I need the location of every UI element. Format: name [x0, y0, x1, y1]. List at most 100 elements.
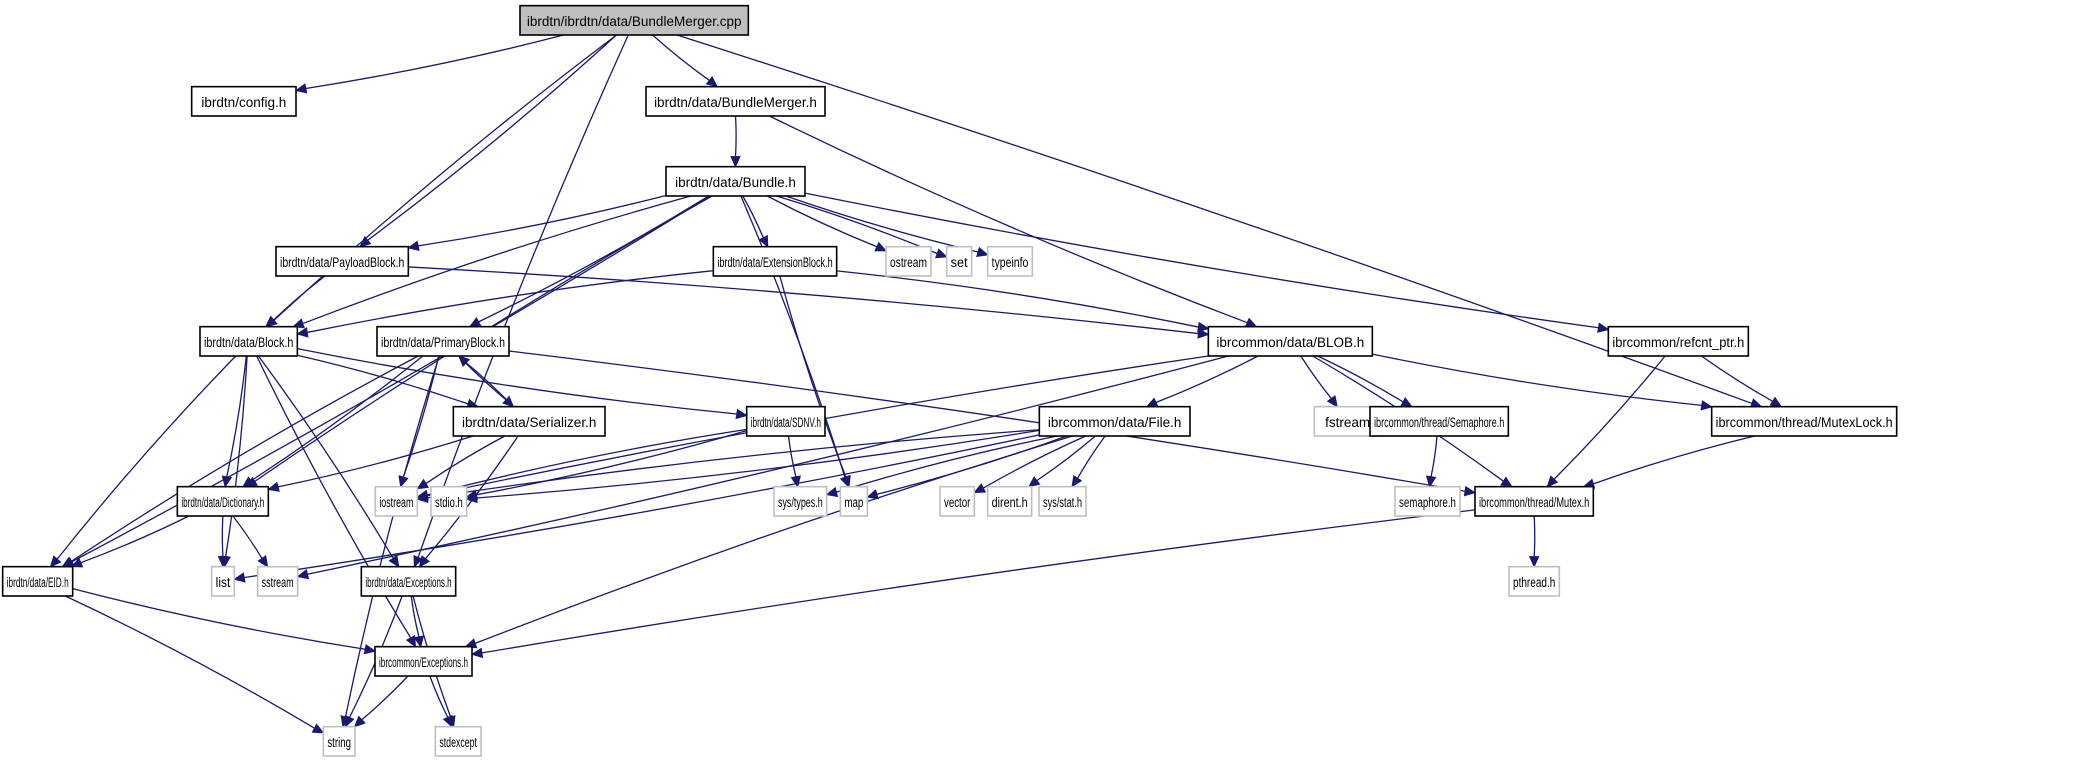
edge-block-to-cexc: [256, 355, 417, 648]
edge-line: [1701, 355, 1773, 402]
edge-block-to-sdnv: [297, 347, 748, 420]
node-bmh[interactable]: ibrdtn/data/BundleMerger.h: [645, 85, 826, 117]
edge-line: [80, 515, 190, 564]
node-label: fstream: [1325, 415, 1370, 430]
node-block[interactable]: ibrdtn/data/Block.h: [199, 325, 299, 357]
node-semh[interactable]: semaphore.h: [1394, 485, 1461, 517]
edge-line: [417, 34, 629, 558]
edge-line: [244, 434, 1040, 579]
node-string[interactable]: string: [322, 725, 356, 757]
edge-bmh-to-bundle: [730, 115, 741, 168]
node-sstream[interactable]: sstream: [256, 565, 299, 597]
node-sysstat[interactable]: sys/stat.h: [1038, 485, 1087, 517]
edge-bmh-to-blob: [769, 115, 1258, 328]
node-stdio[interactable]: stdio.h: [430, 485, 468, 517]
node-iostream[interactable]: iostream: [374, 485, 419, 517]
node-typeinfo[interactable]: typeinfo: [986, 245, 1034, 277]
node-primary[interactable]: ibrdtn/data/PrimaryBlock.h: [376, 325, 510, 357]
edge-blob-to-file: [1145, 355, 1259, 408]
node-vector[interactable]: vector: [939, 485, 976, 517]
edge-bundle-to-block: [292, 195, 692, 329]
arrowhead-icon: [294, 83, 308, 94]
node-stdexcept[interactable]: stdexcept: [434, 725, 482, 757]
node-box: [1369, 405, 1510, 437]
node-refcnt[interactable]: ibrcommon/refcnt_ptr.h: [1607, 325, 1750, 357]
arrowhead-icon: [1326, 395, 1338, 408]
arrowhead-icon: [233, 572, 246, 583]
arrowhead-icon: [267, 481, 280, 492]
node-label: ibrdtn/data/Bundle.h: [675, 175, 796, 190]
edge-mutexlock-to-mutex: [1582, 435, 1755, 489]
arrowhead-icon: [311, 723, 325, 734]
arrowhead-icon: [413, 635, 424, 648]
node-blob[interactable]: ibrcommon/data/BLOB.h: [1207, 325, 1374, 357]
edge-line: [427, 429, 1040, 499]
node-dirent[interactable]: dirent.h: [986, 485, 1033, 517]
node-extblock[interactable]: ibrdtn/data/ExtensionBlock.h: [712, 245, 838, 277]
edge-file-to-cexc: [464, 435, 1073, 649]
node-label: stdexcept: [439, 735, 477, 750]
node-box: [773, 485, 828, 517]
node-cpp[interactable]: ibrdtn/ibrdtn/data/BundleMerger.cpp: [519, 4, 750, 36]
node-box: [430, 485, 468, 517]
node-label: ibrcommon/data/File.h: [1048, 415, 1182, 430]
edge-line: [426, 428, 747, 496]
node-file[interactable]: ibrcommon/data/File.h: [1038, 405, 1191, 437]
edge-line: [1155, 355, 1259, 404]
node-mutex[interactable]: ibrcommon/thread/Mutex.h: [1474, 485, 1595, 517]
node-label: ibrdtn/config.h: [201, 95, 286, 110]
node-config[interactable]: ibrdtn/config.h: [190, 85, 297, 117]
node-box: [199, 325, 299, 357]
edge-block-to-dexc: [257, 355, 400, 568]
edge-line: [787, 435, 797, 477]
node-set[interactable]: set: [945, 245, 973, 277]
arrowhead-icon: [418, 555, 431, 568]
edge-line: [71, 195, 711, 563]
edge-extblock-to-block: [296, 270, 714, 338]
node-label: semaphore.h: [1399, 495, 1456, 510]
node-box: [322, 725, 356, 757]
node-dictionary[interactable]: ibrdtn/data/Dictionary.h: [176, 485, 270, 517]
node-cexc[interactable]: ibrcommon/Exceptions.h: [374, 645, 473, 677]
node-systypes[interactable]: sys/types.h: [773, 485, 828, 517]
edge-dictionary-to-eid: [70, 515, 190, 568]
node-dexc[interactable]: ibrdtn/data/Exceptions.h: [360, 565, 457, 597]
node-serializer[interactable]: ibrdtn/data/Serializer.h: [452, 405, 606, 437]
node-bundle[interactable]: ibrdtn/data/Bundle.h: [665, 165, 806, 197]
edge-cpp-to-mutexlock: [676, 34, 1763, 409]
node-box: [210, 565, 236, 597]
arrowhead-icon: [221, 475, 233, 488]
node-payload[interactable]: ibrdtn/data/PayloadBlock.h: [275, 245, 410, 277]
node-sdnv[interactable]: ibrdtn/data/SDNV.h: [745, 405, 826, 437]
arrowhead-icon: [1027, 476, 1041, 488]
node-map[interactable]: map: [839, 485, 869, 517]
edge-eid-to-string: [65, 595, 325, 734]
nodes-layer: ibrdtn/ibrdtn/data/BundleMerger.cpp ibrdt…: [1, 4, 1898, 757]
edge-line: [65, 595, 315, 729]
node-mutexlock[interactable]: ibrcommon/thread/MutexLock.h: [1710, 405, 1898, 437]
edge-file-to-sysstat: [1071, 435, 1106, 488]
edge-line: [1076, 435, 1106, 479]
node-list[interactable]: list: [210, 565, 236, 597]
node-label: ibrdtn/data/PayloadBlock.h: [280, 255, 404, 270]
arrowhead-icon: [825, 486, 839, 498]
edge-cexc-to-string: [353, 675, 409, 728]
edge-line: [742, 195, 764, 238]
node-semaphore[interactable]: ibrcommon/thread/Semaphore.h: [1369, 405, 1510, 437]
edge-file-to-dirent: [1027, 435, 1096, 488]
node-ostream[interactable]: ostream: [885, 245, 932, 277]
node-box: [1474, 485, 1595, 517]
edge-serializer-to-dictionary: [267, 435, 474, 492]
edge-line: [1300, 355, 1332, 399]
node-label: ibrdtn/data/SDNV.h: [751, 415, 821, 430]
edge-cpp-to-config: [294, 34, 564, 94]
node-pthread[interactable]: pthread.h: [1508, 565, 1561, 597]
node-eid[interactable]: ibrdtn/data/EID.h: [1, 565, 74, 597]
node-box: [665, 165, 806, 197]
node-box: [374, 645, 473, 677]
edge-line: [72, 587, 366, 650]
arrowhead-icon: [296, 569, 310, 580]
arrowhead-icon: [416, 478, 430, 490]
edge-line: [70, 355, 419, 563]
arrowhead-icon: [758, 234, 769, 248]
